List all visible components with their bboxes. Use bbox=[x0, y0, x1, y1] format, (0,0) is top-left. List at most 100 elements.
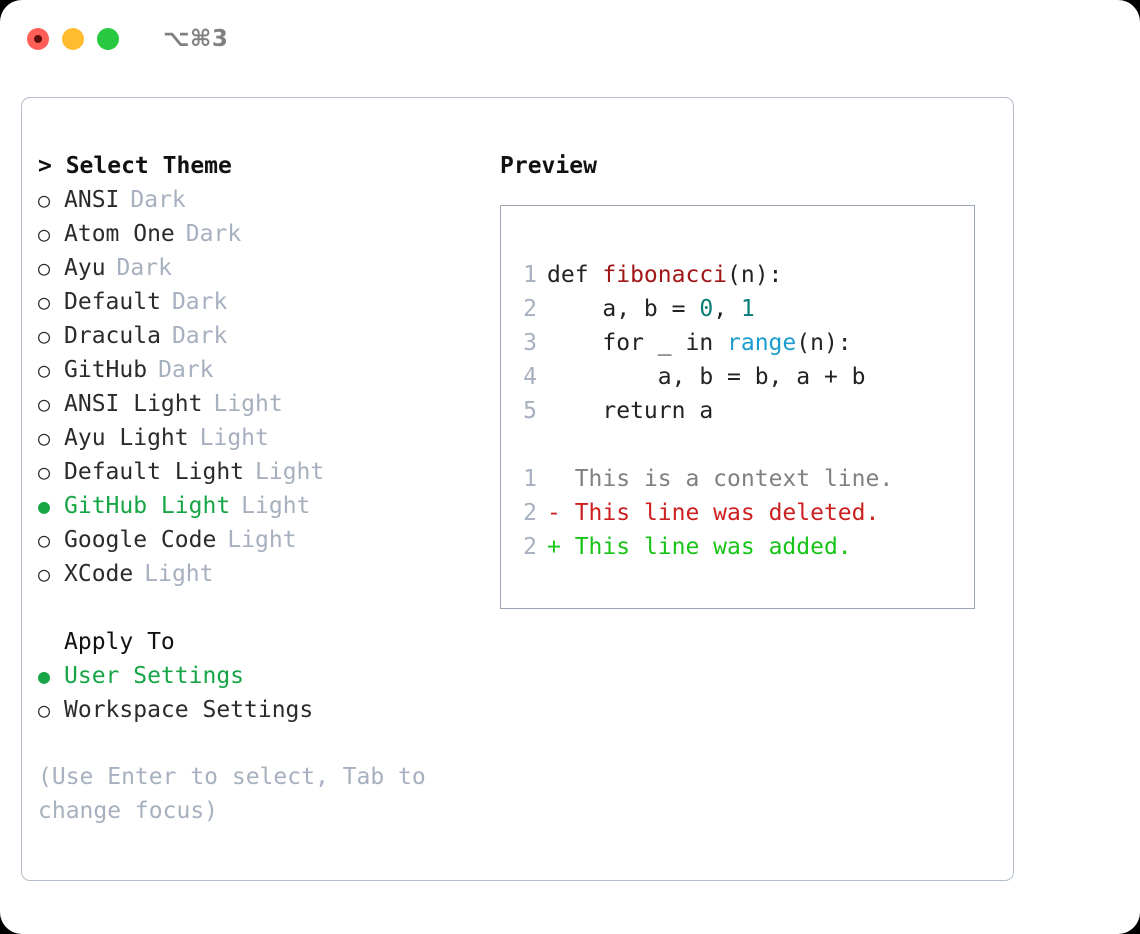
theme-option-github-light[interactable]: ● GitHub Light Light bbox=[38, 489, 478, 523]
window-controls bbox=[27, 28, 119, 50]
code-token: (n): bbox=[796, 330, 852, 356]
theme-option-label: Ayu Light bbox=[64, 425, 189, 451]
title-bar: ⌥⌘3 bbox=[0, 0, 1140, 78]
theme-variant-badge: Light bbox=[227, 527, 297, 553]
code-line-content: for _ in range(n): bbox=[547, 326, 852, 360]
maximize-button[interactable] bbox=[97, 28, 119, 50]
close-button[interactable] bbox=[27, 28, 49, 50]
code-line: 4 a, b = b, a + b bbox=[501, 360, 974, 394]
diff-line-content: This is a context line. bbox=[574, 466, 894, 492]
theme-variant-badge: Dark bbox=[130, 187, 186, 213]
line-number: 2 bbox=[523, 500, 537, 526]
radio-unselected-icon: ○ bbox=[38, 256, 51, 280]
diff-line-content: This line was deleted. bbox=[574, 500, 880, 526]
theme-option-label: GitHub Light bbox=[64, 493, 231, 519]
theme-variant-badge: Dark bbox=[185, 221, 242, 247]
theme-option-label: Google Code bbox=[64, 527, 217, 553]
apply-to-option-label: User Settings bbox=[64, 663, 245, 689]
theme-variant-badge: Dark bbox=[116, 255, 172, 281]
code-token: (n): bbox=[727, 262, 783, 288]
line-number: 5 bbox=[523, 398, 537, 424]
radio-unselected-icon: ○ bbox=[38, 426, 51, 450]
theme-option-default-light[interactable]: ○ Default Light Light bbox=[38, 455, 478, 489]
apply-to-option-workspace-settings[interactable]: ○ Workspace Settings bbox=[38, 693, 478, 727]
code-line: 3 for _ in range(n): bbox=[501, 326, 974, 360]
line-number: 2 bbox=[523, 296, 537, 322]
theme-option-github[interactable]: ○ GitHub Dark bbox=[38, 353, 478, 387]
theme-variant-badge: Light bbox=[144, 561, 214, 587]
keyboard-hint-text: (Use Enter to select, Tab to change focu… bbox=[38, 764, 440, 824]
theme-option-label: XCode bbox=[64, 561, 134, 587]
theme-variant-badge: Dark bbox=[171, 323, 228, 349]
theme-option-label: ANSI Light bbox=[64, 391, 203, 417]
code-token: range bbox=[727, 330, 797, 356]
theme-option-google-code[interactable]: ○ Google Code Light bbox=[38, 523, 478, 557]
theme-variant-badge: Dark bbox=[158, 357, 214, 383]
theme-option-label: Default Light bbox=[64, 459, 245, 485]
line-number: 4 bbox=[523, 364, 537, 390]
radio-unselected-icon: ○ bbox=[38, 460, 51, 484]
radio-selected-icon: ● bbox=[38, 494, 51, 518]
code-line: 2 a, b = 0, 1 bbox=[501, 292, 974, 326]
radio-unselected-icon: ○ bbox=[38, 358, 51, 382]
diff-line-ctx: 1 This is a context line. bbox=[501, 462, 974, 496]
radio-selected-icon: ● bbox=[38, 664, 51, 688]
diff-marker bbox=[547, 462, 575, 496]
theme-option-dracula[interactable]: ○ Dracula Dark bbox=[38, 319, 478, 353]
code-token: def bbox=[547, 262, 603, 288]
theme-option-label: Ayu bbox=[64, 255, 106, 281]
theme-option-label: Default bbox=[64, 289, 161, 315]
radio-unselected-icon: ○ bbox=[38, 392, 51, 416]
diff-line-add: 2+ This line was added. bbox=[501, 530, 974, 564]
diff-line-content: This line was added. bbox=[574, 534, 852, 560]
minimize-button[interactable] bbox=[62, 28, 84, 50]
apply-to-heading: Apply To bbox=[64, 629, 175, 655]
diff-marker: - bbox=[547, 500, 575, 526]
code-line-content: return a bbox=[547, 394, 713, 428]
code-token: fibonacci bbox=[602, 262, 728, 288]
diff-line-del: 2- This line was deleted. bbox=[501, 496, 974, 530]
radio-unselected-icon: ○ bbox=[38, 528, 51, 552]
theme-option-atom-one[interactable]: ○ Atom One Dark bbox=[38, 217, 478, 251]
code-token: return a bbox=[547, 398, 714, 424]
theme-variant-badge: Light bbox=[255, 459, 325, 485]
theme-option-ayu[interactable]: ○ Ayu Dark bbox=[38, 251, 478, 285]
apply-to-option-label: Workspace Settings bbox=[64, 697, 314, 723]
line-number: 3 bbox=[523, 330, 537, 356]
apply-to-option-user-settings[interactable]: ● User Settings bbox=[38, 659, 478, 693]
code-token: , bbox=[713, 296, 741, 322]
theme-option-label: Dracula bbox=[64, 323, 161, 349]
code-line-content: a, b = 0, 1 bbox=[547, 292, 755, 326]
code-token: for _ in bbox=[547, 330, 728, 356]
preview-heading: Preview bbox=[500, 153, 597, 179]
select-theme-heading: > Select Theme bbox=[38, 153, 232, 179]
code-line-content: def fibonacci(n): bbox=[547, 258, 782, 292]
code-line: 5 return a bbox=[501, 394, 974, 428]
radio-unselected-icon: ○ bbox=[38, 222, 51, 246]
radio-unselected-icon: ○ bbox=[38, 324, 51, 348]
code-token: 0 bbox=[699, 296, 714, 322]
theme-variant-badge: Dark bbox=[171, 289, 228, 315]
code-diff-spacer bbox=[501, 428, 974, 462]
theme-variant-badge: Light bbox=[241, 493, 311, 519]
radio-unselected-icon: ○ bbox=[38, 698, 51, 722]
theme-option-label: GitHub bbox=[64, 357, 148, 383]
line-number: 1 bbox=[523, 466, 537, 492]
diff-marker: + bbox=[547, 534, 575, 560]
theme-option-label: Atom One bbox=[64, 221, 175, 247]
diff-sample: 1 This is a context line.2- This line wa… bbox=[501, 462, 974, 564]
theme-option-label: ANSI bbox=[64, 187, 120, 213]
code-token: 1 bbox=[740, 296, 755, 322]
